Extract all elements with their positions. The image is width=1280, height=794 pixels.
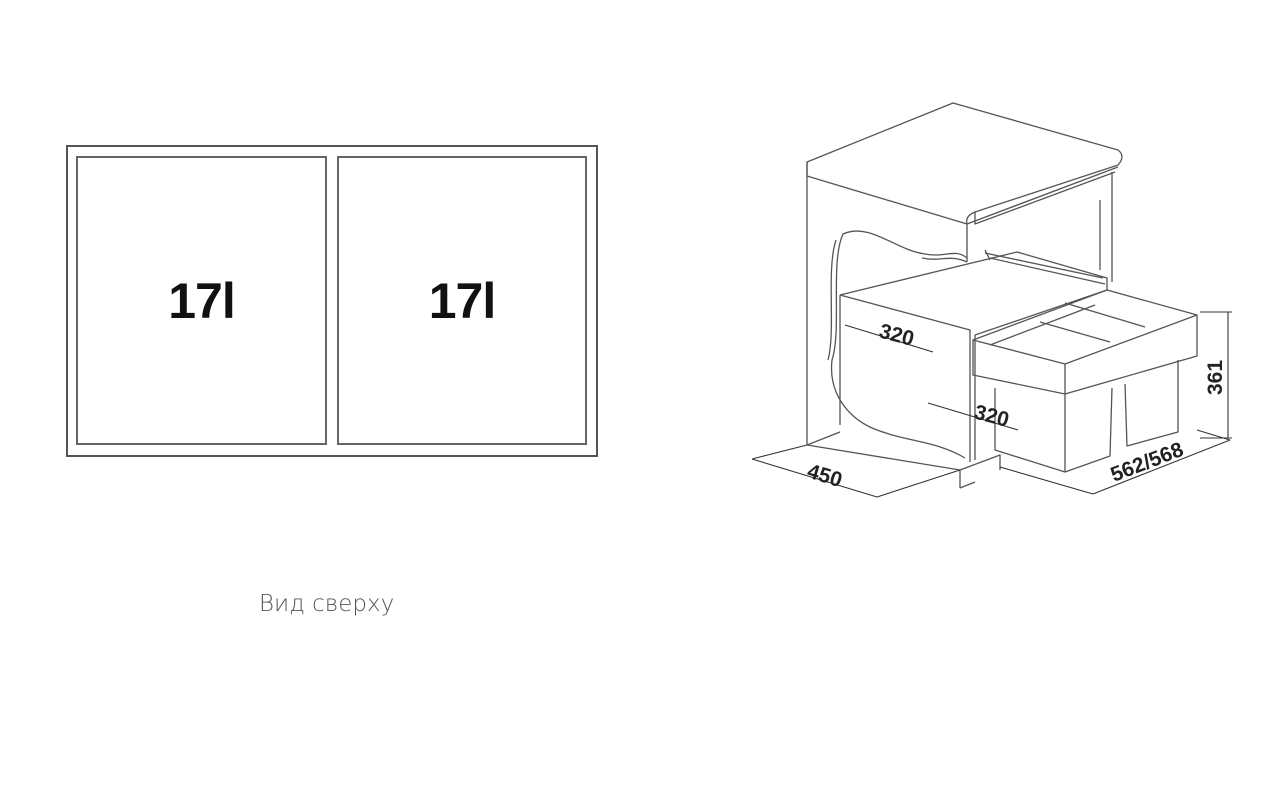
bin-right	[1124, 360, 1179, 447]
cabinet-front-panel	[966, 172, 1113, 282]
countertop	[806, 102, 1123, 225]
bin-left	[994, 387, 1113, 473]
countertop-front	[806, 162, 1116, 225]
dimension-drawer-width: 320	[877, 320, 917, 351]
bin-volume-label: 17l	[428, 272, 497, 329]
cutout-edge	[830, 230, 968, 459]
top-view-bin-right: 17l	[337, 156, 587, 445]
top-view-bin-left: 17l	[76, 156, 327, 445]
bin-volume-label: 17l	[168, 272, 236, 329]
cabinet-side	[806, 176, 961, 488]
bin-frame	[972, 289, 1198, 395]
top-view-frame	[66, 145, 598, 457]
drawer-front	[839, 294, 976, 462]
drawer-top	[839, 251, 1108, 336]
dimension-cabinet-width: 450	[805, 460, 845, 492]
cabinet-floor	[806, 431, 1001, 489]
dimension-bin-depth: 320	[972, 401, 1012, 432]
top-view-caption: Вид сверху	[259, 591, 395, 617]
dimension-cabinet-depth: 562/568	[1108, 438, 1187, 487]
dimension-height: 361	[1204, 360, 1227, 395]
